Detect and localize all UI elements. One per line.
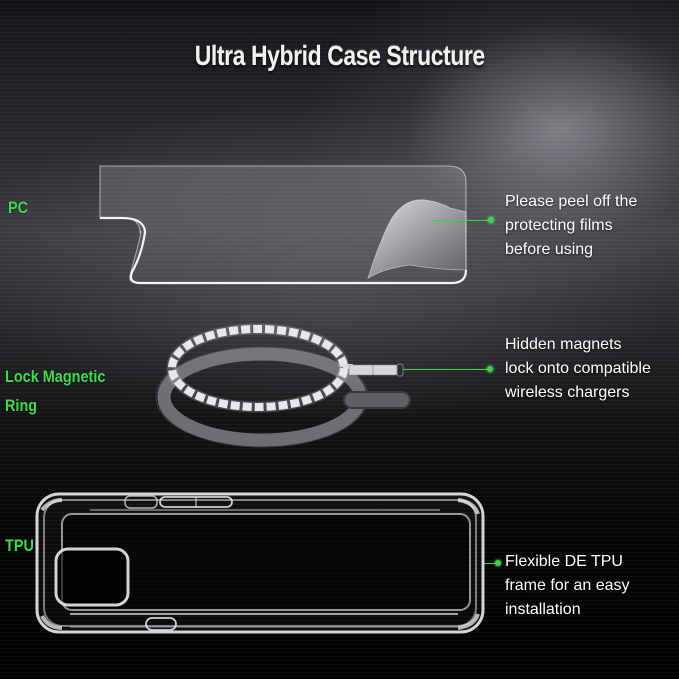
pc-label: PC [8,193,28,222]
pc-pointer-line [432,220,490,221]
magnetic-ring-description-line: lock onto compatible [505,360,651,377]
tpu-pointer-dot [495,560,501,566]
pc-description-line: before using [505,241,594,258]
tpu-description-line: frame for an easy [505,577,630,594]
tpu-label: TPU [5,531,34,560]
pc-description-line: protecting films [505,217,613,234]
pc-description: Please peel off the protecting films bef… [505,190,637,262]
tpu-description-line: Flexible DE TPU [505,553,623,570]
magnetic-ring-description-line: Hidden magnets [505,336,622,353]
page-title: Ultra Hybrid Case Structure [194,40,485,71]
ring-pointer-line [403,369,490,370]
tpu-label-text: TPU [5,536,34,555]
tpu-description-line: installation [505,601,581,618]
tpu-pointer-line [484,563,497,564]
magnetic-ring-label: Lock Magnetic Ring [5,362,105,420]
magnetic-ring-label-line: Ring [5,396,38,415]
magnetic-ring-description-line: wireless chargers [505,384,630,401]
pc-description-line: Please peel off the [505,193,638,210]
magnetic-ring-label-line: Lock Magnetic [5,367,106,386]
magnetic-ring-description: Hidden magnets lock onto compatible wire… [505,333,651,405]
tpu-description: Flexible DE TPU frame for an easy instal… [505,550,630,622]
pc-label-text: PC [8,198,29,217]
pc-pointer-dot [488,217,494,223]
ring-pointer-dot [487,366,493,372]
